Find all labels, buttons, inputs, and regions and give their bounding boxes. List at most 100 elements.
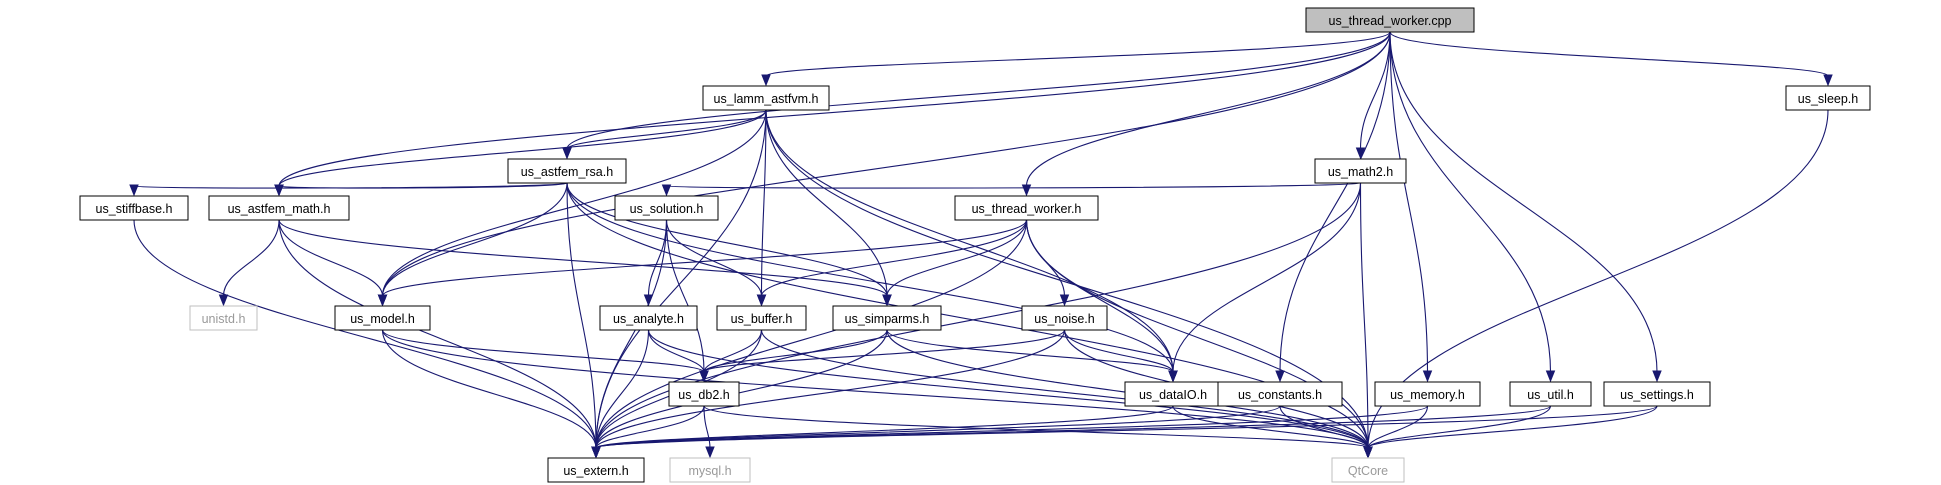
node-rsa[interactable]: us_astfem_rsa.h [507, 158, 627, 184]
node-stiff[interactable]: us_stiffbase.h [79, 195, 189, 221]
edge-line [1367, 405, 1658, 449]
edge-line [595, 405, 705, 449]
include-edge-root-to-const [1275, 31, 1391, 383]
include-edge-root-to-math2 [1355, 31, 1391, 160]
node-box [832, 305, 942, 331]
edge-arrowhead [1059, 294, 1070, 307]
node-box [1305, 7, 1475, 33]
edge-line [1359, 182, 1369, 449]
edge-line [1389, 31, 1429, 373]
include-edge-root-to-rsa [562, 31, 1391, 160]
node-box [1217, 381, 1343, 407]
edge-line [1359, 31, 1391, 150]
edge-line [760, 219, 1028, 297]
edge-arrowhead [761, 74, 771, 87]
edge-line [381, 182, 568, 297]
node-sleep[interactable]: us_sleep.h [1785, 85, 1871, 111]
edge-line [765, 109, 888, 297]
node-root[interactable]: us_thread_worker.cpp [1305, 7, 1475, 33]
include-edge-tw-to-qtcore [1025, 219, 1373, 459]
edge-line [1389, 31, 1552, 373]
node-box [716, 305, 807, 331]
node-simparms[interactable]: us_simparms.h [832, 305, 942, 331]
node-settings[interactable]: us_settings.h [1603, 381, 1711, 407]
node-noise[interactable]: us_noise.h [1021, 305, 1108, 331]
node-db2[interactable]: us_db2.h [668, 381, 740, 407]
edge-line [1389, 31, 1829, 77]
node-box [1314, 158, 1407, 184]
node-label: us_sleep.h [1798, 92, 1859, 106]
edge-arrowhead [756, 294, 767, 307]
edge-arrowhead [218, 294, 229, 307]
node-amath[interactable]: us_astfem_math.h [208, 195, 350, 221]
include-edge-noise-to-dataio [1063, 329, 1178, 383]
edge-arrowhead [274, 184, 284, 197]
node-analyte[interactable]: us_analyte.h [599, 305, 698, 331]
edge-line [665, 182, 1362, 189]
edge-line [133, 219, 597, 449]
include-edge-tw-to-simparms [882, 219, 1028, 307]
node-label: us_analyte.h [613, 312, 684, 326]
node-box [334, 305, 431, 331]
node-box [189, 305, 258, 331]
node-box [547, 457, 645, 483]
node-box [1509, 381, 1592, 407]
edge-line [381, 109, 767, 297]
edge-line [1367, 405, 1429, 449]
node-box [1785, 85, 1871, 111]
node-box [79, 195, 189, 221]
edge-arrowhead [882, 294, 892, 307]
include-edge-analyte-to-db2 [647, 329, 709, 383]
node-math2[interactable]: us_math2.h [1314, 158, 1407, 184]
node-label: us_simparms.h [845, 312, 930, 326]
edge-arrowhead [1363, 446, 1373, 459]
node-box [1124, 381, 1222, 407]
include-edge-buffer-to-db2 [699, 329, 763, 383]
edge-line [647, 329, 1369, 449]
node-label: us_lamm_astfvm.h [714, 92, 819, 106]
node-label: us_constants.h [1238, 388, 1322, 402]
node-box [669, 457, 751, 483]
include-edge-amath-to-simparms [278, 219, 892, 307]
node-const[interactable]: us_constants.h [1217, 381, 1343, 407]
edge-line [278, 219, 384, 297]
include-edge-lamm-to-buffer [756, 109, 767, 307]
edge-line [703, 329, 888, 373]
include-edge-db2-to-mysql [703, 405, 715, 459]
node-lamm[interactable]: us_lamm_astfvm.h [702, 85, 830, 111]
node-label: us_model.h [350, 312, 415, 326]
edge-arrowhead [1168, 370, 1178, 383]
node-qtcore: QtCore [1331, 457, 1405, 483]
include-edge-math2-to-sol [661, 182, 1362, 197]
edge-line [703, 405, 711, 449]
edge-line [278, 182, 568, 189]
node-box [954, 195, 1099, 221]
node-memory[interactable]: us_memory.h [1374, 381, 1481, 407]
node-box [208, 195, 350, 221]
node-label: us_astfem_rsa.h [521, 165, 613, 179]
edge-arrowhead [562, 147, 572, 160]
node-tw[interactable]: us_thread_worker.h [954, 195, 1099, 221]
include-edge-settings-to-extern [591, 405, 1658, 459]
edge-line [381, 219, 1028, 297]
node-label: us_solution.h [630, 202, 704, 216]
node-buffer[interactable]: us_buffer.h [716, 305, 807, 331]
edge-line [278, 31, 1391, 187]
include-edge-tw-to-model [377, 219, 1028, 307]
node-util[interactable]: us_util.h [1509, 381, 1592, 407]
node-extern[interactable]: us_extern.h [547, 457, 645, 483]
node-sol[interactable]: us_solution.h [614, 195, 719, 221]
include-edge-root-to-amath [274, 31, 1391, 197]
node-model[interactable]: us_model.h [334, 305, 431, 331]
edge-line [278, 219, 888, 297]
include-edge-simparms-to-dataio [886, 329, 1178, 383]
node-dataio[interactable]: us_dataIO.h [1124, 381, 1222, 407]
include-edge-stiff-to-extern [133, 219, 601, 459]
edge-arrowhead [661, 184, 672, 197]
edge-line [647, 329, 705, 373]
node-label: us_math2.h [1328, 165, 1393, 179]
node-label: us_settings.h [1620, 388, 1694, 402]
edge-line [1025, 219, 1066, 297]
edge-line [222, 219, 280, 297]
